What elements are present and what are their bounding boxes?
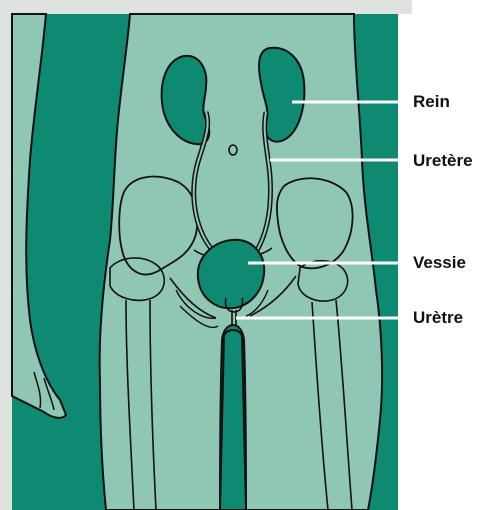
- bladder: [198, 240, 264, 308]
- frame-left-band: [0, 0, 12, 510]
- frame-top-band: [0, 0, 412, 14]
- label-bladder: Vessie: [413, 253, 466, 273]
- label-ureter: Uretère: [413, 151, 473, 171]
- label-urethra: Urètre: [413, 308, 463, 328]
- label-kidney: Rein: [413, 92, 450, 112]
- thigh-gap: [220, 330, 246, 510]
